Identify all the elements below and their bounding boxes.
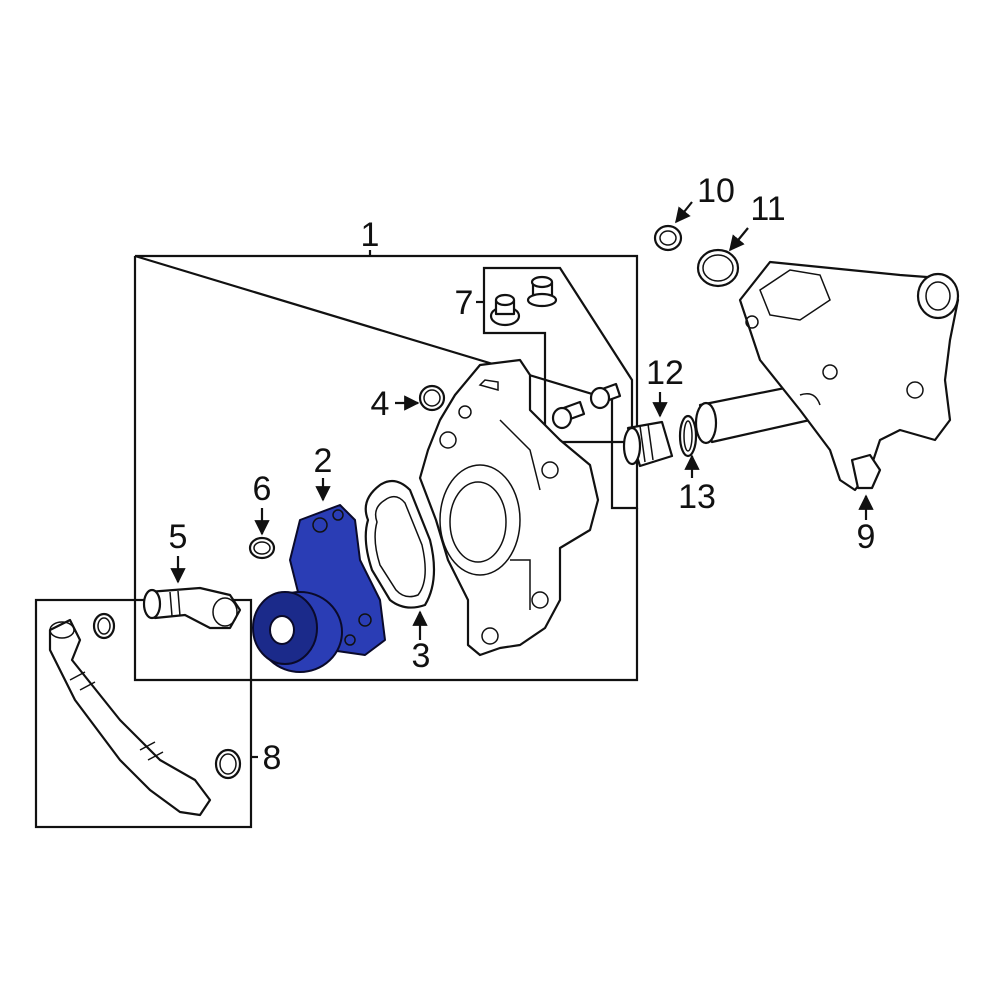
callout-4: 4 — [371, 385, 390, 423]
connector-12-icon[interactable] — [622, 420, 674, 468]
callout-8: 8 — [263, 739, 282, 777]
callout-10: 10 — [697, 172, 735, 210]
gasket-3-icon[interactable] — [364, 479, 436, 609]
bolt-group-outline — [482, 266, 634, 444]
thermostat-housing-icon[interactable] — [694, 260, 960, 492]
bolt-7d-icon[interactable] — [589, 382, 622, 410]
callout-7: 7 — [455, 284, 474, 322]
callout-1: 1 — [361, 216, 380, 254]
callout-6: 6 — [253, 470, 272, 508]
callout-5: 5 — [169, 518, 188, 556]
assembly-box-outline — [134, 254, 639, 510]
callout-2: 2 — [314, 442, 333, 480]
callout-13: 13 — [678, 478, 716, 516]
callout-3: 3 — [412, 637, 431, 675]
seal-10-icon[interactable] — [653, 224, 683, 252]
coolant-hose-8-icon[interactable] — [48, 612, 212, 817]
bolt-7c-icon[interactable] — [551, 400, 586, 430]
water-pump-2-icon[interactable] — [252, 504, 386, 673]
bolt-7b-icon[interactable] — [526, 275, 558, 308]
water-pump-housing-icon[interactable] — [418, 358, 600, 657]
callout-11: 11 — [750, 190, 785, 228]
o-ring-6-icon[interactable] — [248, 536, 276, 560]
pipe-fitting-5-icon[interactable] — [142, 586, 242, 630]
o-ring-13-icon[interactable] — [678, 414, 698, 458]
callout-12: 12 — [646, 354, 684, 392]
callout-9: 9 — [857, 518, 876, 556]
bolt-7a-icon[interactable] — [489, 293, 521, 327]
